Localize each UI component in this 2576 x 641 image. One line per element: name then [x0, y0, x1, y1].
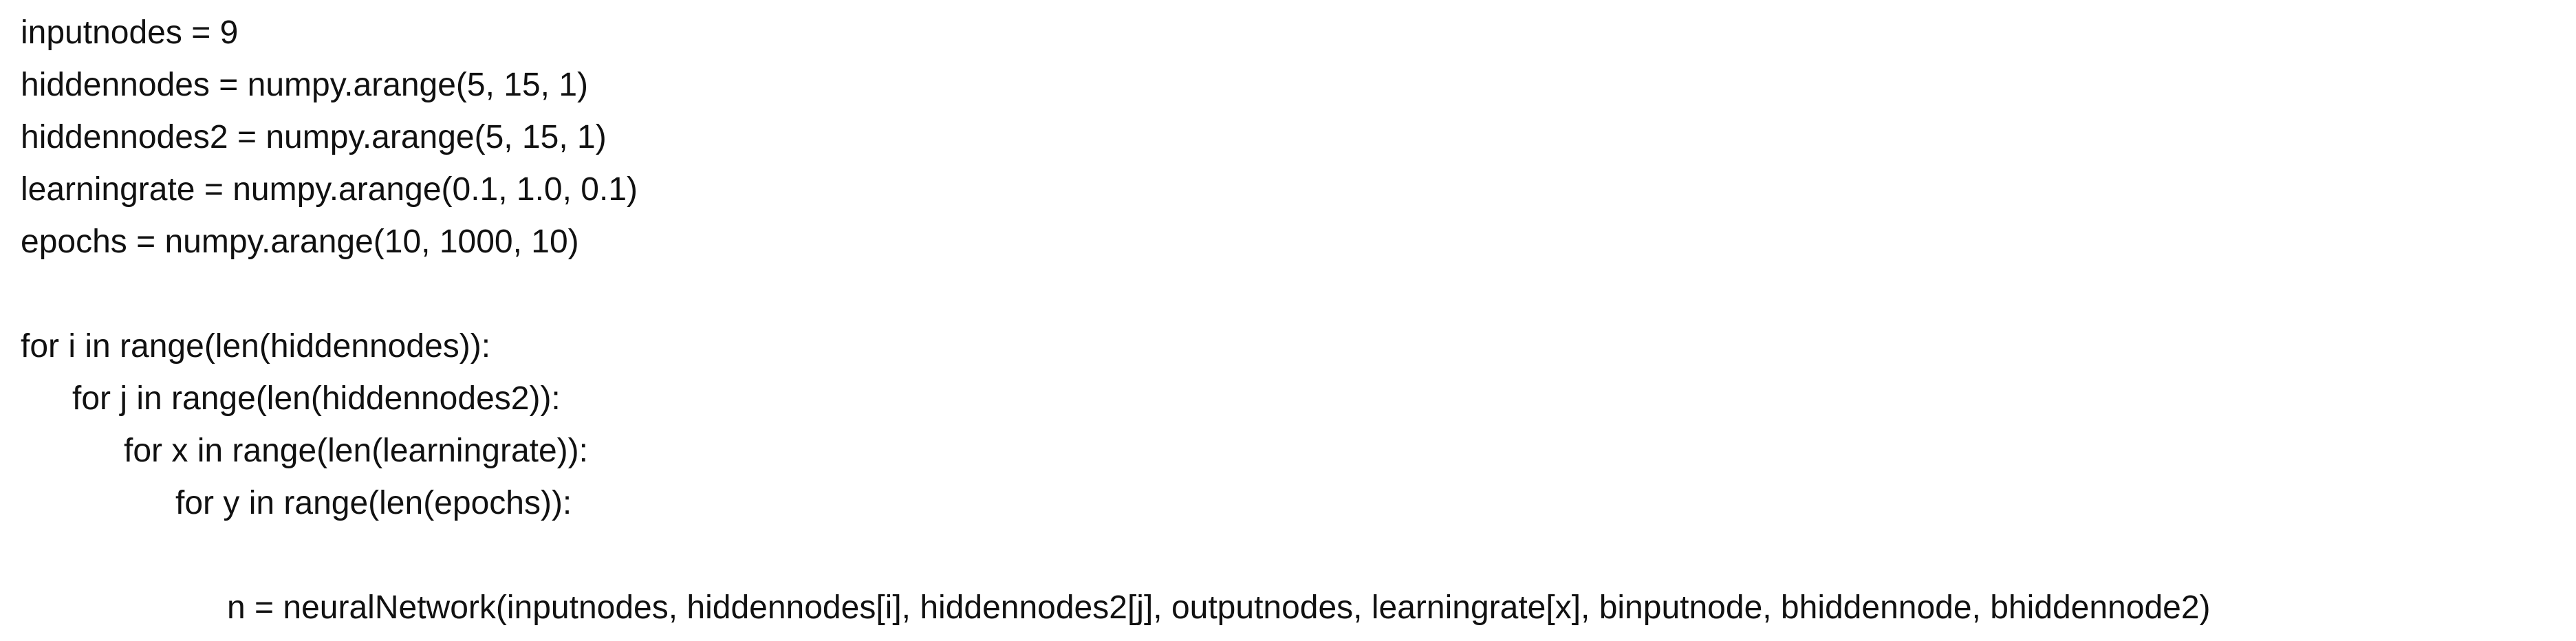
code-document: inputnodes = 9 hiddennodes = numpy.arang… [21, 7, 2566, 634]
code-line-7: for i in range(len(hiddennodes)): [21, 328, 491, 365]
code-line-3: hiddennodes2 = numpy.arange(5, 15, 1) [21, 119, 607, 155]
code-line-8: for j in range(len(hiddennodes2)): [72, 380, 561, 417]
code-line-10: for y in range(len(epochs)): [175, 485, 572, 521]
code-line-2: hiddennodes = numpy.arange(5, 15, 1) [21, 67, 589, 103]
code-line-5: epochs = numpy.arange(10, 1000, 10) [21, 224, 579, 260]
code-line-4: learningrate = numpy.arange(0.1, 1.0, 0.… [21, 171, 638, 208]
code-line-12: n = neuralNetwork(inputnodes, hiddennode… [227, 589, 2211, 626]
code-line-1: inputnodes = 9 [21, 14, 239, 51]
code-line-9: for x in range(len(learningrate)): [124, 433, 588, 469]
